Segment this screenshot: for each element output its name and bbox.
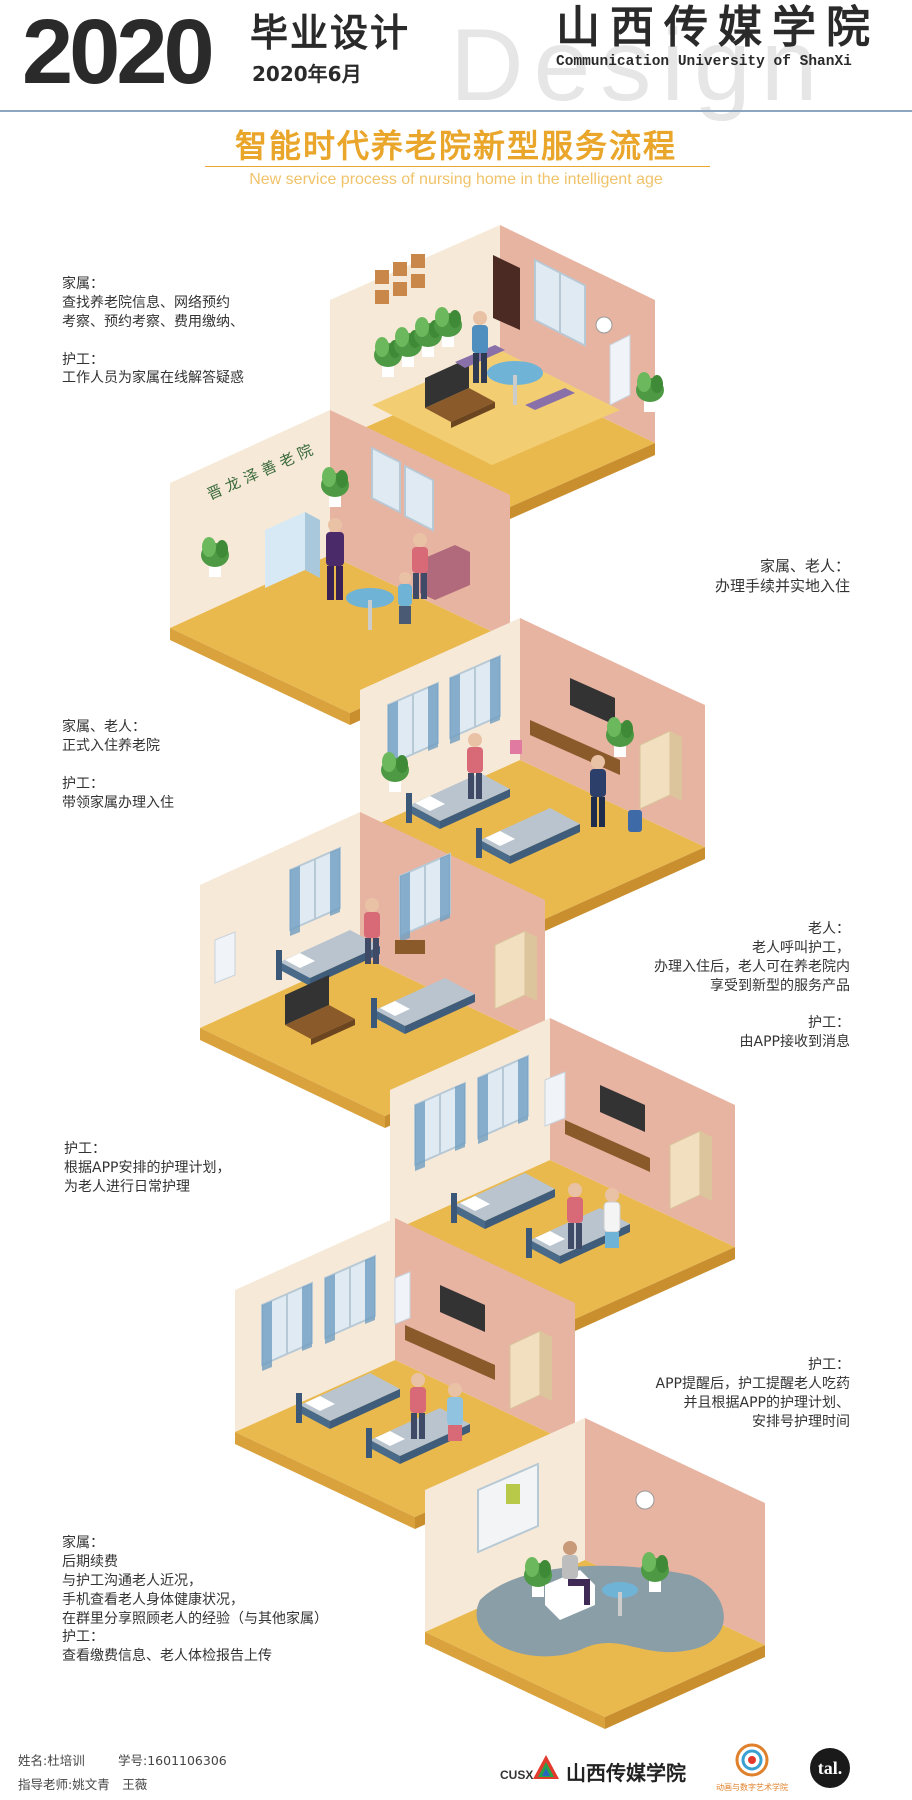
caption-step-4: 老人： 老人呼叫护工， 办理入住后，老人可在养老院内 享受到新型的服务产品 护工… (654, 921, 850, 1051)
header-divider (0, 110, 912, 112)
animation-school-name: 动画与数字艺术学院 (716, 1783, 788, 1792)
caption-step-1: 家属： 查找养老院信息、网络预约 考察、预约考察、费用缴纳、 护工： 工作人员为… (62, 276, 244, 387)
page-subtitle: New service process of nursing home in t… (249, 171, 663, 188)
caption-step-7: 家属： 后期续费 与护工沟通老人近况， 手机查看老人身体健康状况， 在群里分享照… (62, 1535, 328, 1665)
student-id: 学号:1601106306 (118, 1753, 227, 1768)
cusx-logo-cn: 山西传媒学院 (566, 1761, 686, 1785)
year-heading: 2020 (22, 1, 215, 103)
cusx-logo-text: CUSX (500, 1768, 534, 1782)
graduation-date: 2020年6月 (252, 62, 362, 86)
cusx-logo: CUSX 山西传媒学院 (488, 1748, 698, 1788)
page-title: 智能时代养老院新型服务流程 (234, 127, 677, 165)
design-watermark: Design (450, 8, 828, 122)
caption-step-5: 护工： 根据APP安排的护理计划， 为老人进行日常护理 (64, 1141, 231, 1195)
caption-step-6: 护工： APP提醒后，护工提醒老人吃药 并且根据APP的护理计划、 安排号护理时… (655, 1357, 850, 1430)
caption-step-2: 家属、老人： 办理手续并实地入住 (714, 557, 850, 596)
graduation-title: 毕业设计 (250, 11, 411, 55)
school-name-en: Communication University of ShanXi (556, 54, 852, 70)
author-name: 姓名:杜培训 (18, 1753, 85, 1768)
caption-step-3: 家属、老人： 正式入住养老院 护工： 带领家属办理入住 (62, 719, 174, 811)
advisor: 指导老师:姚文青 王薇 (18, 1777, 148, 1792)
tal-logo-text: tal. (818, 1758, 843, 1778)
title-divider (205, 166, 710, 167)
room-7 (425, 1418, 765, 1729)
tal-logo: tal. (810, 1748, 850, 1788)
school-name-cn: 山西传媒学院 (556, 2, 880, 53)
swirl-logo-icon (735, 1743, 769, 1777)
animation-school-logo: 动画与数字艺术学院 (712, 1740, 792, 1796)
cusx-triangle-icon (533, 1755, 559, 1779)
